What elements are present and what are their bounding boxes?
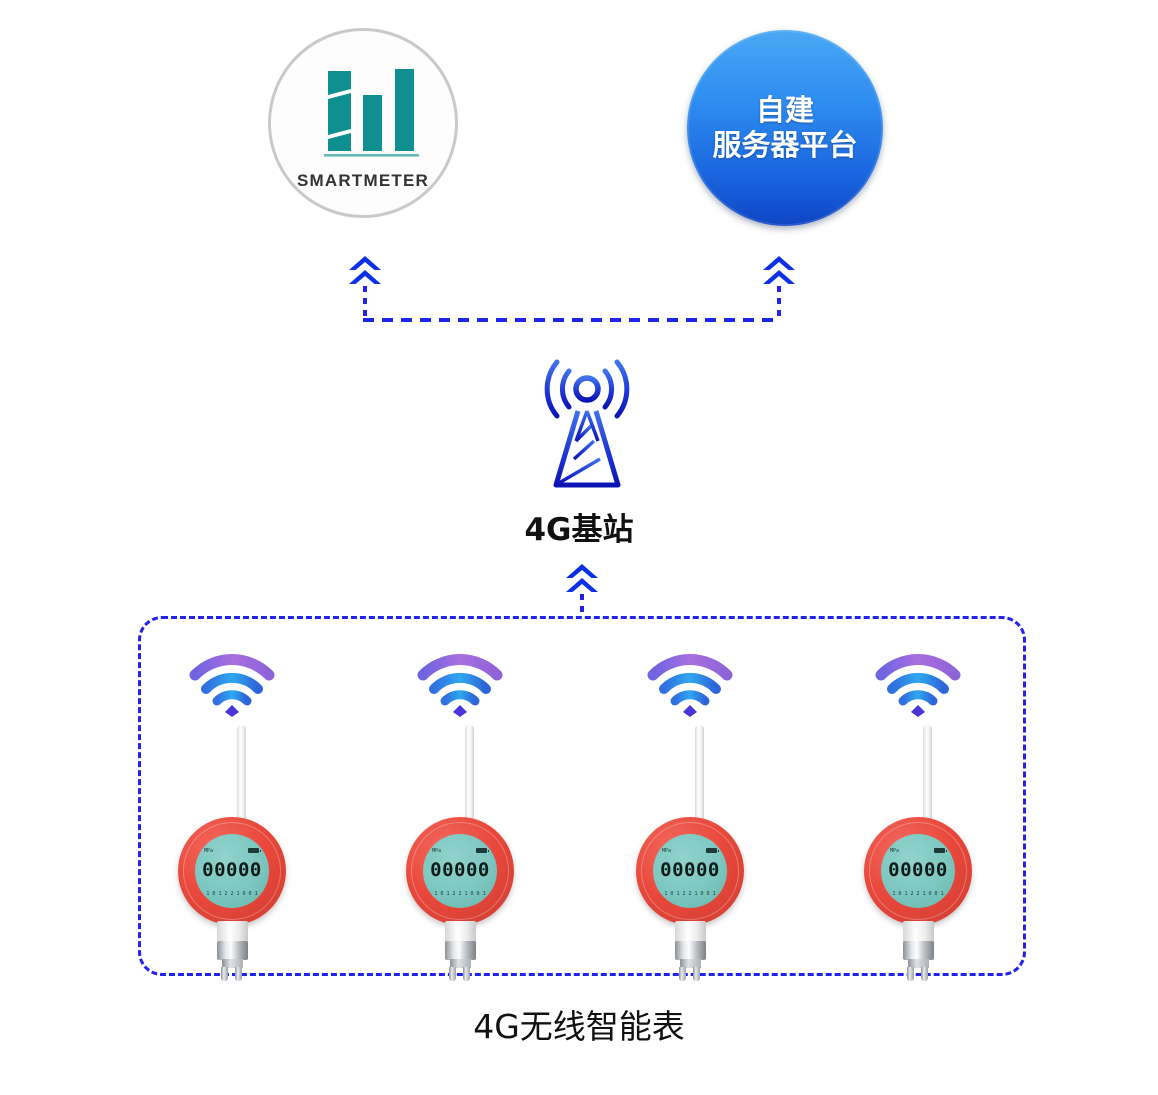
pressure-gauge-face[interactable]: MPa 00000 1 0 1 2 2 1 0 0 1 [178,817,286,925]
device-hex-nut [675,941,706,960]
wireless-pressure-meter-1[interactable]: MPa 00000 1 0 1 2 2 1 0 0 1 [167,645,297,981]
smartmeter-logo-node: SMARTMETER [268,28,458,218]
battery-icon [706,848,719,853]
wireless-pressure-meter-4[interactable]: MPa 00000 1 0 1 2 2 1 0 0 1 [853,645,983,981]
device-collar [903,921,934,943]
lcd-display: MPa 00000 1 0 1 2 2 1 0 0 1 [881,834,955,908]
device-antenna [237,725,246,837]
device-pins [679,967,702,981]
battery-icon [248,848,261,853]
server-label-line1: 自建 [755,92,814,127]
self-built-server-platform-node[interactable]: 自建 服务器平台 [687,30,883,226]
wireless-pressure-meter-3[interactable]: MPa 00000 1 0 1 2 2 1 0 0 1 [625,645,755,981]
pressure-gauge-face[interactable]: MPa 00000 1 0 1 2 2 1 0 0 1 [406,817,514,925]
device-collar [675,921,706,943]
server-label-line2: 服务器平台 [712,128,858,162]
lcd-unit-label: MPa [890,848,900,854]
lcd-digits: 00000 [430,859,490,881]
cell-tower-icon [544,359,630,488]
device-stem [908,959,929,968]
lcd-digits: 00000 [660,859,720,881]
bar-chart-logo-icon [324,69,419,157]
right-dashed-riser [777,286,781,320]
device-antenna [465,725,474,837]
pressure-gauge-face[interactable]: MPa 00000 1 0 1 2 2 1 0 0 1 [864,817,972,925]
wireless-pressure-meter-2[interactable]: MPa 00000 1 0 1 2 2 1 0 0 1 [395,645,525,981]
lcd-unit-label: MPa [662,848,672,854]
arrow-up-to-smartmeter [349,256,381,284]
lcd-subtext: 1 0 1 2 2 1 0 0 1 [664,891,716,897]
wifi-signal-icon [875,654,961,717]
device-pins [221,967,244,981]
battery-icon [476,848,489,853]
lcd-digits: 00000 [888,859,948,881]
wifi-signal-icon [647,654,733,717]
battery-icon [934,848,947,853]
lcd-unit-label: MPa [432,848,442,854]
device-stem [222,959,243,968]
wifi-signal-icon [417,654,503,717]
device-hex-nut [445,941,476,960]
meters-dashed-riser [580,594,584,616]
arrow-up-to-base-station [566,564,598,592]
wireless-smart-meters-group [138,616,1026,976]
left-dashed-riser [363,286,367,320]
wireless-smart-meters-label: 4G无线智能表 [473,1007,685,1046]
device-collar [445,921,476,943]
lcd-subtext: 1 0 1 2 2 1 0 0 1 [892,891,944,897]
lcd-display: MPa 00000 1 0 1 2 2 1 0 0 1 [195,834,269,908]
lcd-unit-label: MPa [204,848,214,854]
device-pins [449,967,472,981]
lcd-display: MPa 00000 1 0 1 2 2 1 0 0 1 [653,834,727,908]
lcd-display: MPa 00000 1 0 1 2 2 1 0 0 1 [423,834,497,908]
device-stem [450,959,471,968]
pressure-gauge-face[interactable]: MPa 00000 1 0 1 2 2 1 0 0 1 [636,817,744,925]
device-antenna [695,725,704,837]
wifi-signal-icon [189,654,275,717]
device-hex-nut [217,941,248,960]
smartmeter-wordmark: SMARTMETER [297,171,429,190]
arrow-up-to-server [763,256,795,284]
device-pins [907,967,930,981]
device-stem [680,959,701,968]
lcd-subtext: 1 0 1 2 2 1 0 0 1 [434,891,486,897]
lcd-subtext: 1 0 1 2 2 1 0 0 1 [206,891,258,897]
lcd-digits: 00000 [202,859,262,881]
device-collar [217,921,248,943]
device-antenna [923,725,932,837]
device-hex-nut [903,941,934,960]
horizontal-dashed-bus [363,318,781,322]
4g-base-station-label: 4G基站 [524,512,634,548]
